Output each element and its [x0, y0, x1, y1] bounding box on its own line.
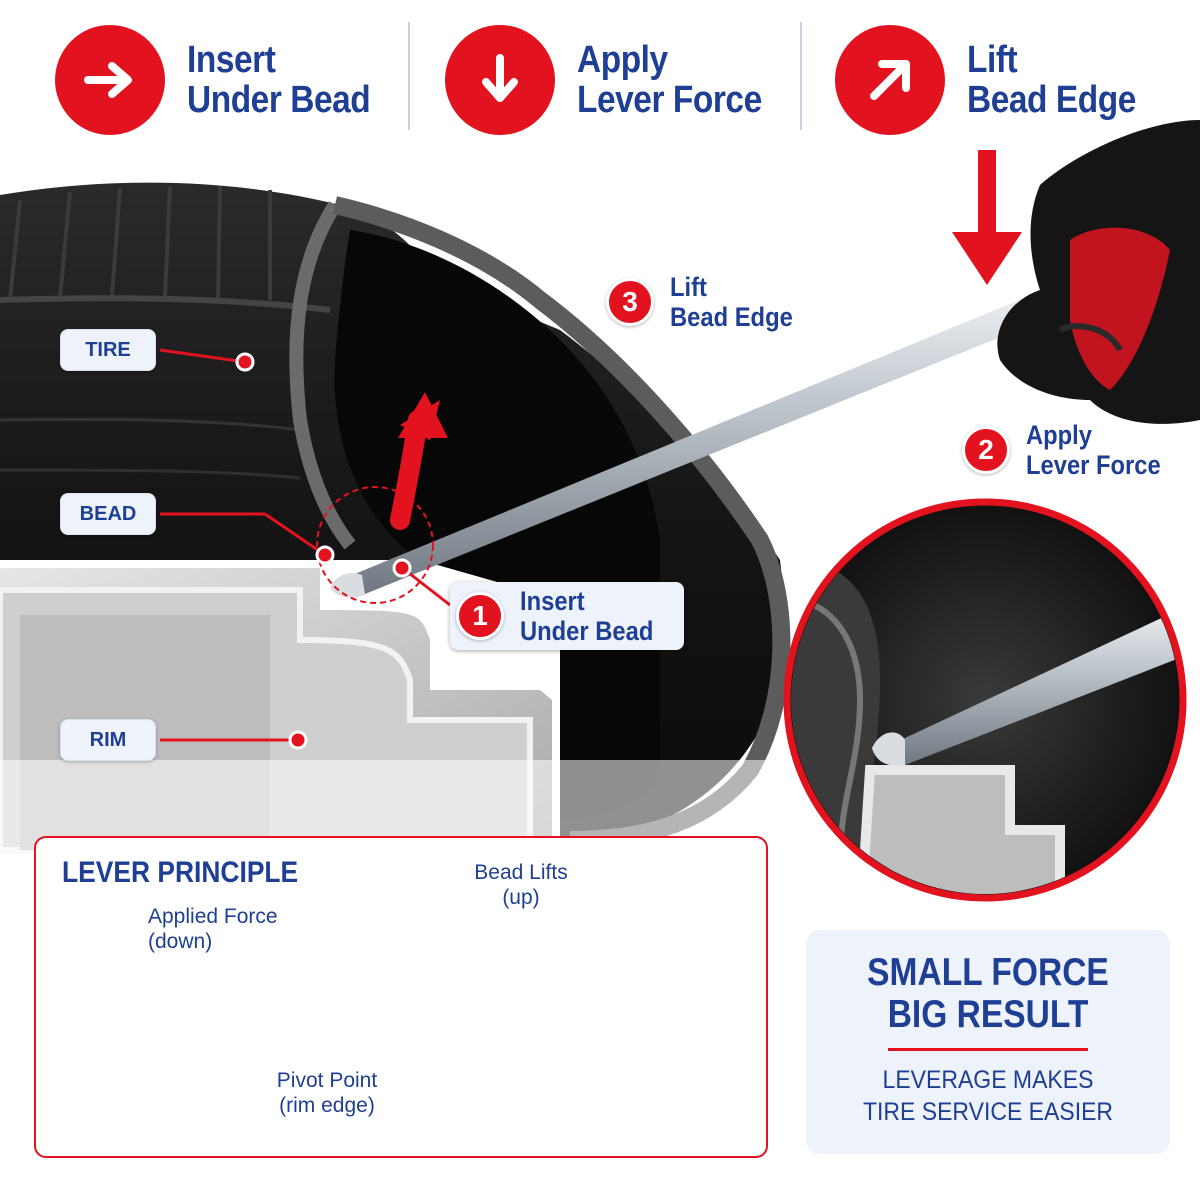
callout-line2: Lever Force	[1026, 450, 1161, 480]
lever-principle-panel: LEVER PRINCIPLE	[34, 836, 768, 1158]
result-headline-line1: SMALL FORCE	[867, 951, 1109, 994]
header-step-lift-line1: Lift	[967, 39, 1018, 81]
bead-lifts-label: Bead Lifts (up)	[474, 860, 568, 910]
lift-curved-arrow-icon	[390, 392, 448, 530]
header-divider	[800, 22, 802, 130]
result-divider	[888, 1048, 1088, 1051]
callout-insert-under-bead: 1 Insert Under Bead	[450, 582, 684, 650]
header-step-apply: Apply Lever Force	[445, 20, 787, 140]
force-down-arrow-icon	[952, 150, 1022, 285]
callout-lift-bead-edge: 3 Lift Bead Edge	[606, 272, 810, 332]
header-step-insert-line2: Under Bead	[187, 79, 371, 121]
pivot-point-label: Pivot Point (rim edge)	[272, 1068, 382, 1118]
result-sub-line1: LEVERAGE MAKES	[882, 1066, 1094, 1094]
header-step-insert: Insert Under Bead	[55, 20, 395, 140]
header-step-apply-line2: Lever Force	[577, 79, 762, 121]
header-step-insert-line1: Insert	[187, 39, 276, 81]
callout-line1: Insert	[520, 586, 585, 616]
result-headline-line2: BIG RESULT	[887, 993, 1089, 1036]
lever-principle-title: LEVER PRINCIPLE	[62, 856, 299, 889]
arrow-down-icon	[445, 25, 555, 135]
tire-label: TIRE	[60, 329, 156, 371]
result-card: SMALL FORCE BIG RESULT LEVERAGE MAKES TI…	[806, 930, 1170, 1154]
callout-line2: Under Bead	[520, 616, 654, 646]
insertion-focus-circle	[316, 486, 434, 604]
arrow-right-icon	[55, 25, 165, 135]
zoom-detail-circle	[783, 498, 1187, 902]
rim-label: RIM	[60, 719, 156, 761]
callout-number: 1	[456, 592, 504, 640]
arrow-up-right-icon	[835, 25, 945, 135]
header-step-lift-line2: Bead Edge	[967, 79, 1136, 121]
callout-apply-lever-force: 2 Apply Lever Force	[962, 420, 1179, 480]
header-step-apply-line1: Apply	[577, 39, 668, 81]
header-step-lift: Lift Bead Edge	[835, 20, 1159, 140]
callout-number: 2	[962, 426, 1010, 474]
pivot-point-line2: (rim edge)	[279, 1094, 375, 1117]
tire-iron-bar	[330, 275, 1092, 598]
callout-line2: Bead Edge	[670, 302, 793, 332]
result-sub-line2: TIRE SERVICE EASIER	[862, 1098, 1114, 1126]
pivot-point-line1: Pivot Point	[276, 1069, 378, 1092]
header-divider	[408, 22, 410, 130]
bead-label: BEAD	[60, 493, 156, 535]
callout-number: 3	[606, 278, 654, 326]
gloved-hand	[997, 120, 1200, 424]
bead-lifts-line2: (up)	[502, 886, 540, 909]
applied-force-label: Applied Force (down)	[148, 904, 278, 954]
callout-line1: Apply	[1026, 420, 1093, 450]
bead-lifts-line1: Bead Lifts	[474, 861, 568, 884]
callout-line1: Lift	[670, 272, 707, 302]
leader-lines	[159, 348, 451, 750]
applied-force-line1: Applied Force	[148, 905, 278, 928]
applied-force-line2: (down)	[148, 930, 213, 953]
